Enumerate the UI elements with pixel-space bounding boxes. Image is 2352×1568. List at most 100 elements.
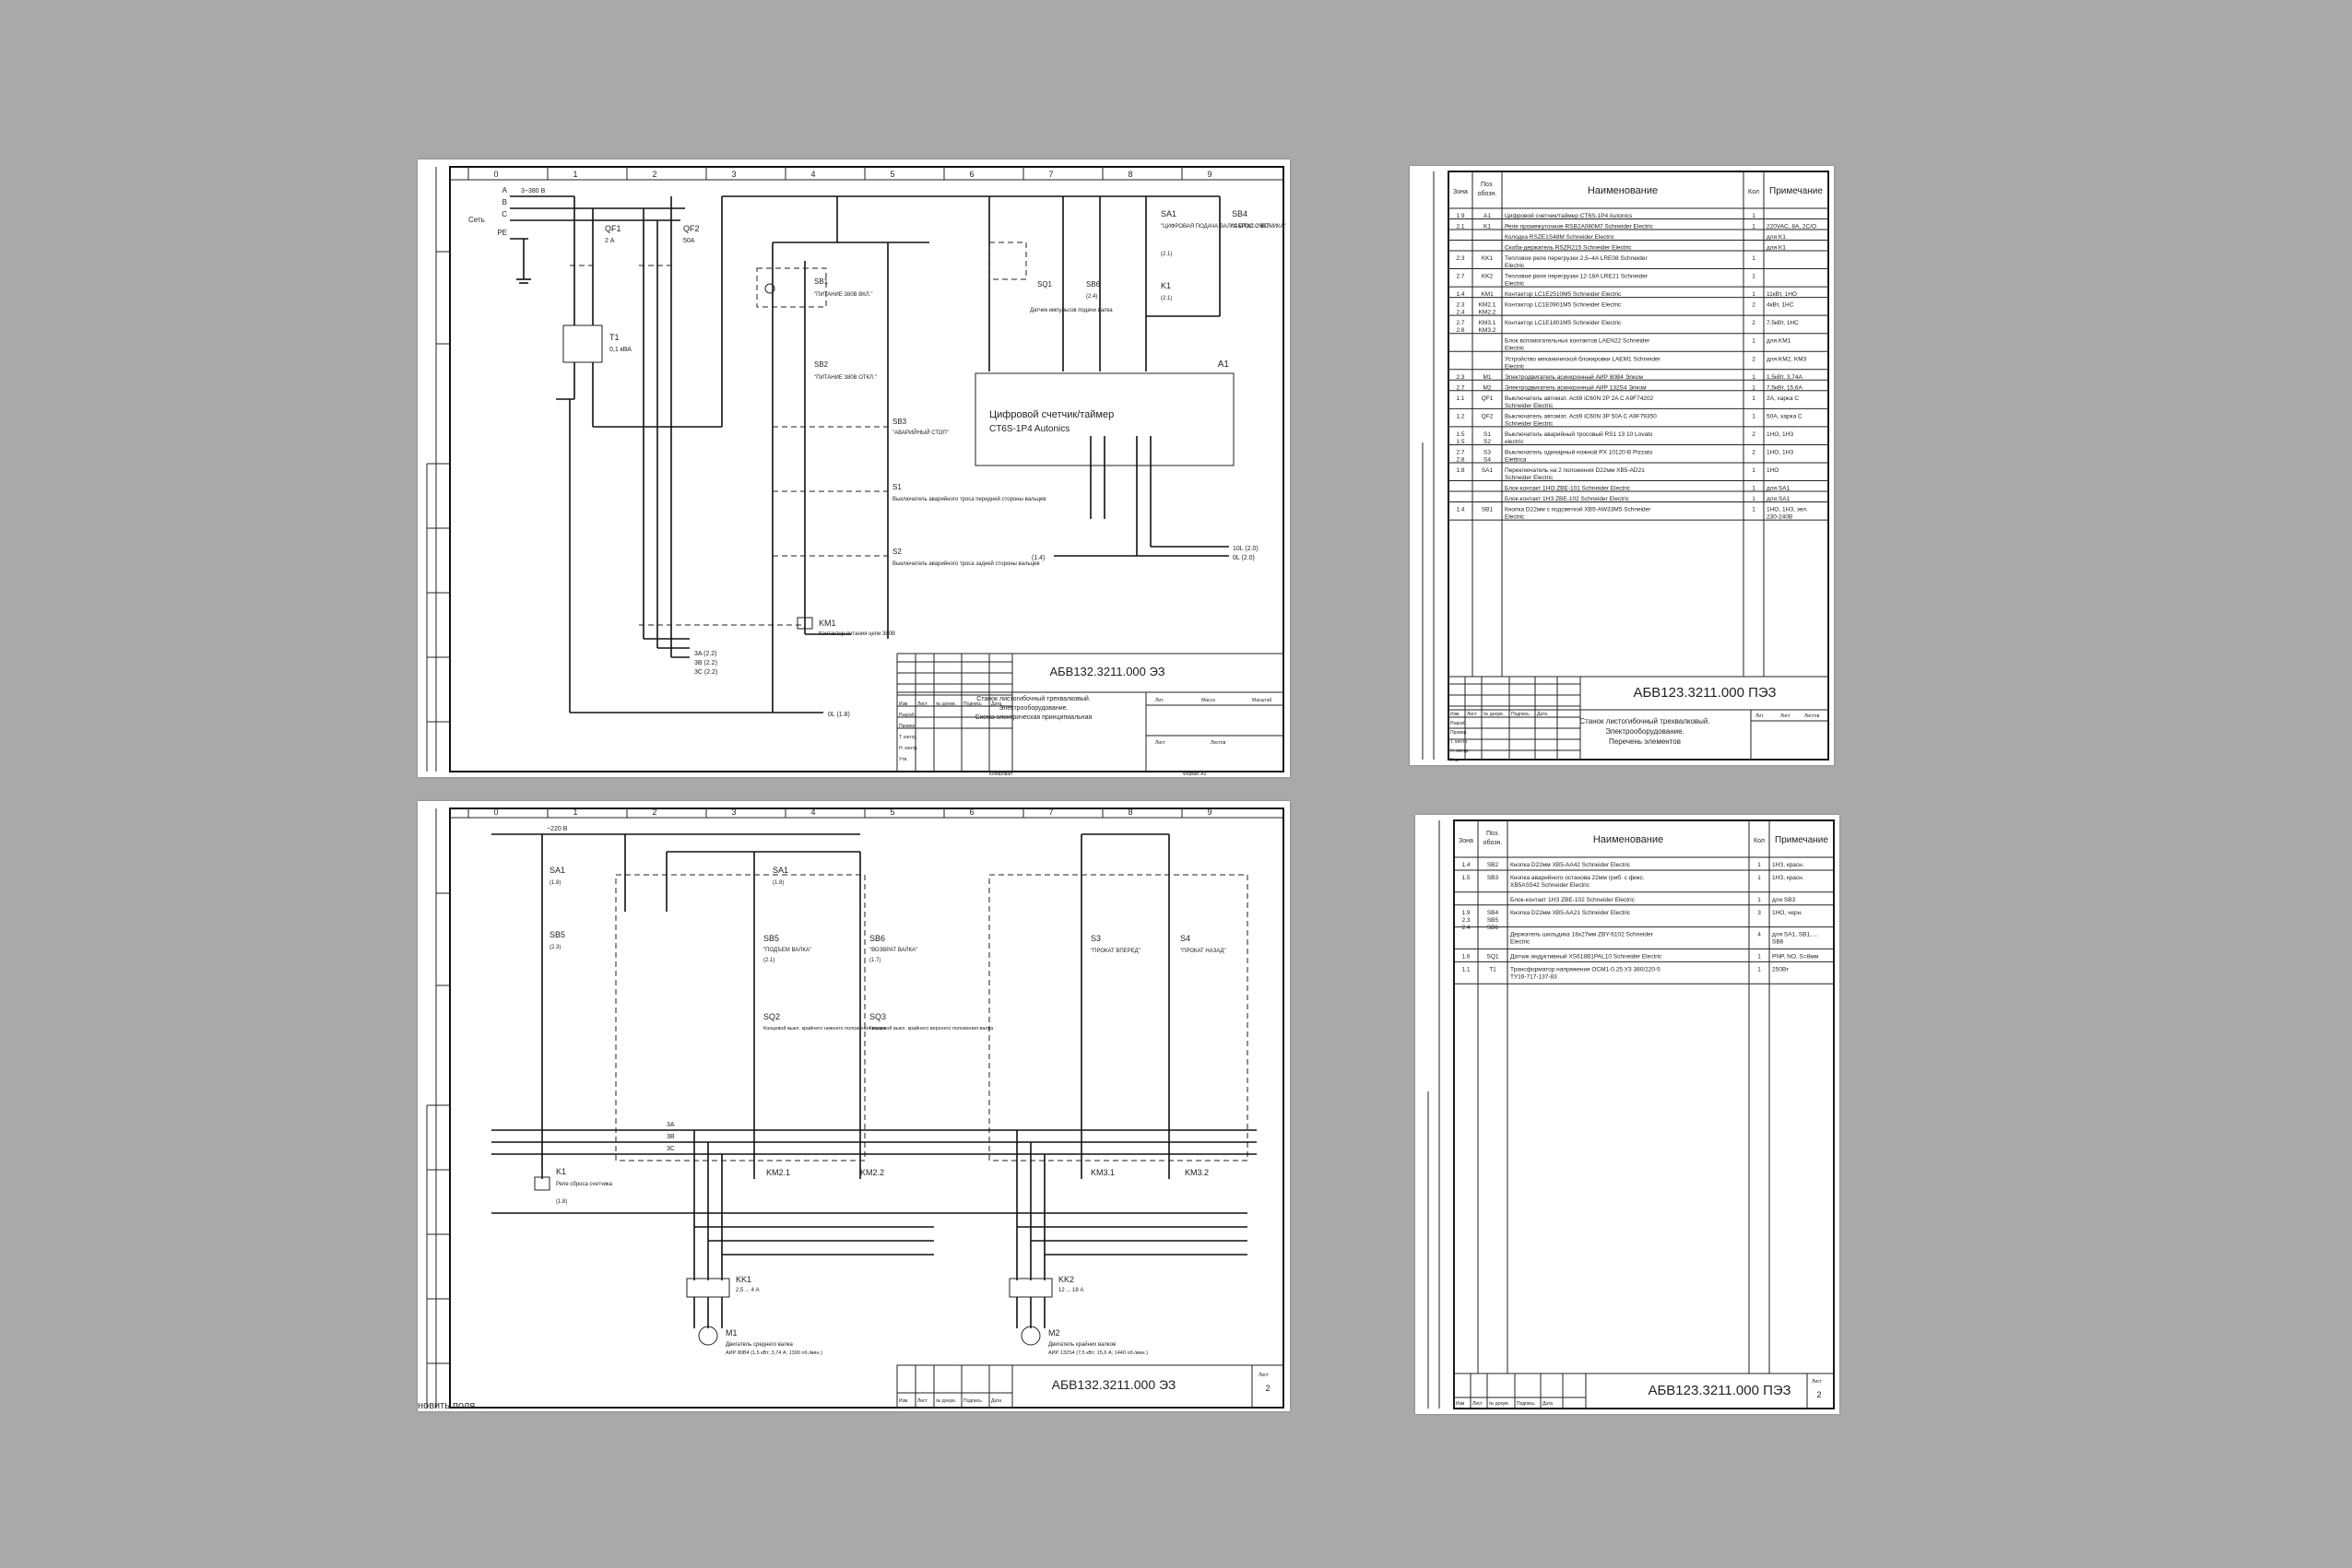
bom-name: Трансформатор напряжения ОСМ1-0.25 УЗ 38…	[1510, 966, 1661, 973]
bom-pos: QF1	[1482, 395, 1494, 402]
bom-name: Контактор LC1E1801M5 Schneider Electric	[1505, 320, 1622, 326]
bom-header: Примечание	[1769, 186, 1823, 196]
bom-zone: 1.1	[1456, 395, 1464, 402]
stamp-field: Масса	[1201, 698, 1215, 703]
bom-note: для SA1	[1767, 496, 1791, 502]
bom-qty: 1	[1752, 255, 1755, 262]
sheet1-doc-code: АБВ132.3211.000 ЭЗ	[1049, 665, 1164, 678]
bom-name: Электродвигатель асинхронный АИР 132S4 Э…	[1505, 383, 1647, 391]
stamp-header: Изм	[899, 1398, 908, 1404]
bom-zone: 2.3	[1456, 255, 1464, 262]
sb5b-ref: (2.1)	[763, 958, 774, 963]
bom-qty: 1	[1752, 338, 1755, 345]
stamp-header: Подпись	[963, 1398, 982, 1404]
stamp-role: Провер.	[899, 724, 916, 729]
bom-zone: 2.4	[1456, 310, 1464, 316]
column-number: 3	[731, 808, 736, 817]
bom-note: 1НО, 1НЗ	[1767, 449, 1793, 455]
bom-name: Блок вспомогательных контактов LAEN22 Sc…	[1505, 338, 1650, 345]
bom-note: 2A, харка C	[1767, 395, 1799, 402]
bom-name: Контактор LC1E2510M5 Schneider Electric	[1505, 291, 1622, 298]
s1-label: S1	[892, 483, 902, 491]
bom-name: Датчик индуктивный XS618B1PAL10 Schneide…	[1510, 952, 1662, 960]
bom-zone: 2.8	[1456, 456, 1464, 463]
sb3-desc: "АВАРИЙНЫЙ СТОП"	[892, 429, 949, 436]
bom-note: SB6	[1772, 939, 1784, 946]
stamp-header: Лист	[1472, 1401, 1483, 1407]
bom-note: для K1	[1767, 234, 1786, 241]
column-number: 2	[652, 170, 656, 179]
sb6-ref: (2.4)	[1086, 294, 1097, 300]
bom-name: Колодка RSZE1S48M Schneider Electric	[1505, 234, 1615, 241]
bom-pos: S4	[1483, 456, 1491, 463]
sheet1-title-2: Электрооборудование.	[999, 704, 1069, 712]
bom-header: Наименование	[1588, 185, 1658, 196]
stamp-field: Масштаб	[1252, 698, 1272, 703]
stamp-role: Т. контр.	[1450, 739, 1469, 745]
bom-pos: SA1	[1482, 467, 1494, 474]
sb2-label: SB2	[814, 360, 829, 369]
bom-note: для SA1, SB1, ...	[1772, 932, 1818, 938]
column-number: 1	[573, 170, 577, 179]
kk1-rating: 2,5 ... 4 А	[736, 1288, 760, 1293]
bom-zone: 1.6	[1461, 953, 1470, 960]
bom-pos: SB4	[1487, 910, 1499, 916]
bom1-title-2: Электрооборудование.	[1605, 727, 1684, 736]
bom-name: Schneider Electric	[1505, 420, 1554, 427]
bus-3a: 3A	[667, 1122, 675, 1128]
column-number: 0	[493, 170, 498, 179]
k1-ref: (2.1)	[1161, 296, 1172, 301]
m2-label: M2	[1048, 1328, 1060, 1338]
sheet1-title-3: Схема электрическая принципиальная	[975, 714, 1093, 721]
sheet2-doc-code: АБВ132.3211.000 ЭЗ	[1052, 1377, 1176, 1392]
sq2-desc: Концевой выкл. крайнего нижнего положени…	[763, 1025, 886, 1032]
bom2-sheet-no: 2	[1816, 1390, 1821, 1399]
bom-pos: S3	[1483, 449, 1491, 455]
out-10l: 10L (2.0)	[1233, 546, 1259, 552]
update-fields-stub[interactable]: новить поля...	[418, 1400, 484, 1411]
bom-pos: M1	[1483, 374, 1491, 381]
bom-qty: 2	[1752, 431, 1755, 438]
s2-sa1b-ref: (1.8)	[773, 880, 784, 886]
bom-pos: KM2.1	[1479, 302, 1496, 309]
s2-k1-ref: (1.8)	[556, 1199, 567, 1205]
bom-qty: 1	[1752, 384, 1755, 391]
bom-note: 250Вт	[1772, 966, 1789, 973]
bom-qty: 1	[1752, 395, 1755, 402]
qf2-rating: 50А	[683, 238, 695, 244]
s3-label: S3	[1091, 934, 1101, 943]
bom-qty: 1	[1757, 953, 1761, 960]
sb6-label: SB6	[1086, 280, 1101, 289]
bom-name: Electric	[1505, 363, 1525, 370]
bom-qty: 2	[1752, 356, 1755, 362]
sb6b-desc: "ВОЗВРАТ ВАЛКА"	[869, 948, 917, 953]
bom-pos: K1	[1483, 224, 1491, 230]
stamp-role: Провер.	[1450, 730, 1468, 736]
qf1-label: QF1	[605, 224, 621, 233]
stamp-role: Утв.	[1450, 758, 1460, 763]
column-number: 6	[969, 170, 974, 179]
sb1-desc: "ПИТАНИЕ 380В ВКЛ."	[814, 292, 872, 298]
bom-note: 230-240В	[1767, 514, 1792, 521]
stamp-field: Листов	[1211, 740, 1226, 746]
stamp-header: Дата	[1537, 712, 1547, 717]
bom-pos: SB6	[1487, 925, 1499, 931]
bom-name: Кнопка аварийного останова 22мм гриб. с …	[1510, 874, 1645, 881]
phase-a-label: A	[502, 186, 508, 195]
bom-name: Устройство механической блокировки LAEM1…	[1505, 355, 1661, 362]
bom-pos: KM3.2	[1479, 327, 1496, 334]
km2-1-label: KM2.1	[766, 1168, 790, 1177]
s2-k1-label: K1	[556, 1167, 566, 1176]
column-number: 5	[890, 808, 894, 817]
bom-qty: 1	[1752, 213, 1755, 219]
m2-spec: АИР 132S4 (7,5 кВт; 15,6 А; 1440 об./мин…	[1048, 1350, 1148, 1356]
bom-name: Переключатель на 2 положения D22мм XB5-A…	[1505, 467, 1645, 474]
column-number: 5	[890, 170, 894, 179]
bom-pos: KM2.2	[1479, 310, 1496, 316]
bom-zone: 1.2	[1456, 413, 1464, 419]
bom-note: 11кВт, 1НО	[1767, 291, 1797, 298]
